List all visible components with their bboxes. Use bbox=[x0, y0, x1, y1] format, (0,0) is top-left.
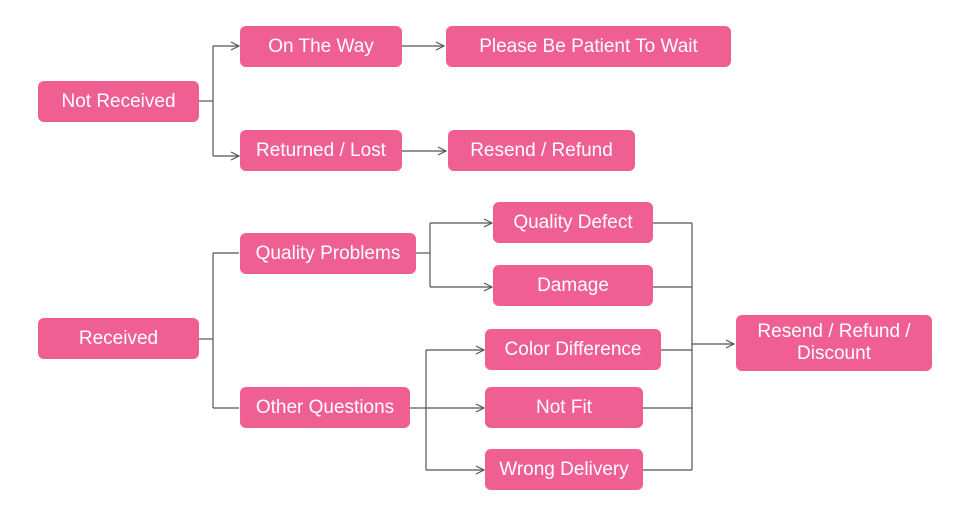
node-resend-refund-discount: Resend / Refund / Discount bbox=[736, 315, 932, 371]
node-label: Quality Defect bbox=[513, 211, 633, 233]
node-label: Damage bbox=[537, 274, 609, 296]
node-damage: Damage bbox=[493, 265, 653, 306]
node-label: Received bbox=[78, 327, 159, 349]
node-returned-lost: Returned / Lost bbox=[240, 130, 402, 171]
node-label: Returned / Lost bbox=[256, 139, 386, 161]
node-label: On The Way bbox=[268, 35, 374, 57]
node-quality-defect: Quality Defect bbox=[493, 202, 653, 243]
node-label: Quality Problems bbox=[255, 242, 401, 264]
node-color-difference: Color Difference bbox=[485, 329, 661, 370]
node-label: Not Fit bbox=[536, 396, 592, 418]
node-wrong-delivery: Wrong Delivery bbox=[485, 449, 643, 490]
node-label: Please Be Patient To Wait bbox=[479, 35, 698, 57]
node-label: Resend / Refund / Discount bbox=[757, 321, 911, 364]
node-resend-refund: Resend / Refund bbox=[448, 130, 635, 171]
node-label: Color Difference bbox=[504, 338, 642, 360]
node-label: Not Received bbox=[61, 90, 176, 112]
node-label: Wrong Delivery bbox=[499, 458, 629, 480]
node-on-the-way: On The Way bbox=[240, 26, 402, 67]
node-not-fit: Not Fit bbox=[485, 387, 643, 428]
node-quality-problems: Quality Problems bbox=[240, 233, 416, 274]
node-label: Other Questions bbox=[255, 396, 395, 418]
node-received: Received bbox=[38, 318, 199, 359]
node-please-be-patient: Please Be Patient To Wait bbox=[446, 26, 731, 67]
node-not-received: Not Received bbox=[38, 81, 199, 122]
node-other-questions: Other Questions bbox=[240, 387, 410, 428]
node-label: Resend / Refund bbox=[470, 139, 613, 161]
